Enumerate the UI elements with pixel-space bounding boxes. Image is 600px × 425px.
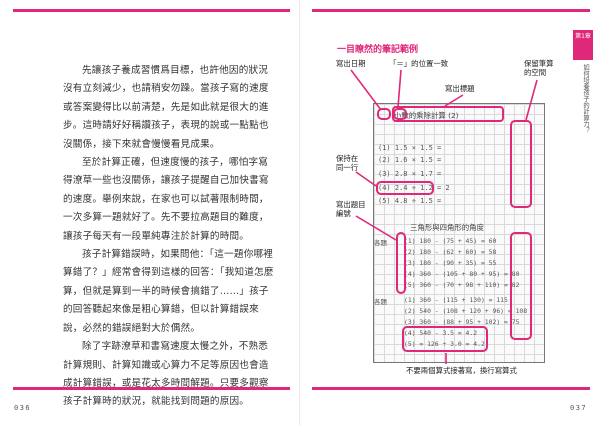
book-gutter: [299, 0, 301, 425]
callout-same-line: 保持在 同一行: [336, 154, 359, 172]
notebook-label: 各題: [374, 239, 387, 247]
notebook-line: (5) = 126 ÷ 3.0 = 4.2: [404, 340, 485, 348]
leader-equals: [397, 69, 402, 108]
callout-title: 寫出標題: [445, 84, 475, 93]
highlight-equals: [393, 108, 407, 120]
highlight-title: [392, 106, 504, 122]
notebook-line: (2) 180 - (62 + 60) = 58: [404, 248, 497, 256]
chapter-tab: 第1章: [573, 30, 593, 60]
leader-title: [444, 94, 464, 107]
leader-same-line: [355, 171, 377, 187]
section-title: 一目瞭然的筆記範例: [337, 42, 418, 55]
notebook-line: (1) 180 - (75 + 45) = 60: [404, 237, 497, 245]
notebook-line: (2) 1.6 × 1.5 =: [378, 156, 442, 164]
callout-number: 寫出題目 編號: [336, 200, 366, 218]
highlight-new-line: [402, 326, 488, 352]
section-title-text: 一目瞭然的筆記範例: [337, 45, 419, 55]
highlight-margin: [510, 120, 532, 208]
notebook-line: (3) 360 - (88 + 95 + 102) = 75: [404, 318, 520, 326]
leader-number: [355, 215, 397, 241]
notebook-line: (1) 1.5 × 1.5 =: [378, 144, 442, 152]
notebook-line: (1) 360 - (115 + 130) = 115: [404, 296, 508, 304]
callout-date: 寫出日期: [336, 59, 366, 68]
leader-date: [350, 69, 382, 111]
bottom-rule: [13, 387, 290, 390]
page-number: 037: [570, 404, 588, 412]
notebook-line: (5) 4.8 ÷ 1.5 =: [378, 197, 442, 205]
notebook-line: (5) 360 - (70 + 98 + 110) = 82: [404, 281, 520, 289]
highlight-margin-2: [510, 232, 532, 340]
leader-margin: [525, 79, 538, 121]
notebook-label: 各題: [374, 298, 387, 306]
notebook-heading: 三角形與四角形的角度: [410, 223, 484, 232]
bottom-rule: [312, 387, 590, 390]
right-page: 037: [300, 0, 600, 425]
notebook-line: (4) 2.4 ÷ 1.2 = 2: [378, 184, 450, 192]
paragraph: 至於計算正確，但速度慢的孩子，哪怕字寫得潦草一些也沒關係，讓孩子提醒自己加快書寫…: [63, 157, 269, 242]
callout-margin: 保留筆算 的空間: [524, 59, 554, 77]
callout-bottom: 不要兩個算式接著寫，換行寫算式: [406, 366, 517, 375]
highlight-same-line: [376, 181, 434, 195]
highlight-number: [396, 232, 406, 294]
notebook-line: (3) 2.8 × 1.7 =: [378, 170, 442, 178]
notebook-example: 小數的乘除計算 (2) (1) 1.5 × 1.5 = (2) 1.6 × 1.…: [373, 103, 545, 363]
notebook-line: (4) 360 - (105 + 80 + 95) = 80: [404, 270, 520, 278]
paragraph: 除了字跡潦草和書寫速度太慢之外，不熟悉計算規則、計算知識或心算力不足等原因也會造…: [63, 341, 269, 408]
paragraph: 先讓孩子養成習慣爲目標，也許他因的狀況沒有立刻減少，也請稍安勿躁。當孩子寫的速度…: [63, 65, 269, 150]
body-text: 先讓孩子養成習慣爲目標，也許他因的狀況沒有立刻減少，也請稍安勿躁。當孩子寫的速度…: [63, 62, 275, 412]
paragraph: 孩子計算錯誤時，如果問他：「這一題你哪裡算錯了？」經常會得到這樣的回答：「我知道…: [63, 249, 274, 334]
top-rule: [13, 9, 290, 12]
top-rule: [312, 9, 590, 12]
chapter-side-text: 如何培養孩子的計算力？: [582, 64, 589, 134]
left-page: 先讓孩子養成習慣爲目標，也許他因的狀況沒有立刻減少，也請稍安勿躁。當孩子寫的速度…: [13, 9, 290, 412]
page-number: 036: [14, 404, 32, 412]
callout-equals: 「＝」的位置一致: [389, 59, 449, 68]
notebook-line: (4) 540 - 3.5 = 4.2: [404, 329, 478, 337]
notebook-line: (3) 180 - (90 + 35) = 55: [404, 259, 497, 267]
notebook-line: (2) 540 - (108 + 120 + 96) = 108: [404, 307, 528, 315]
highlight-date: [377, 108, 391, 120]
notebook-title: 小數的乘除計算 (2): [394, 111, 459, 120]
